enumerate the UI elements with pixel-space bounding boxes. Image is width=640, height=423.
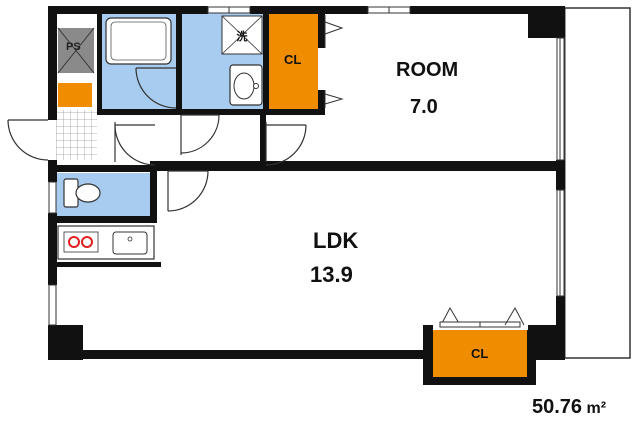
- toilet-icon: [63, 178, 101, 208]
- stove-burner-right: [81, 236, 93, 248]
- svg-text:洗: 洗: [237, 29, 248, 43]
- balcony: [564, 7, 631, 359]
- closet-lower-label: CL: [471, 346, 489, 361]
- closet-lower-doors: [439, 306, 525, 328]
- bathtub-icon: [105, 17, 172, 65]
- ldk-name: LDK: [313, 228, 359, 253]
- kitchen-sink-icon: [112, 231, 148, 255]
- shoe-cabinet: [58, 83, 92, 107]
- total-area-value: 50.76: [532, 396, 583, 418]
- closet-upper-label: CL: [284, 52, 302, 67]
- doors: [7, 67, 307, 212]
- closet-lower-box: [431, 330, 527, 377]
- washing-machine-icon: 洗: [221, 15, 263, 55]
- walls: [48, 6, 565, 385]
- kitchen-counter: [57, 225, 155, 260]
- total-area: 50.76 m²: [532, 396, 606, 419]
- closet-upper-box: [268, 13, 318, 109]
- room-name: ROOM: [396, 59, 459, 81]
- closet-upper-doors: [324, 15, 344, 108]
- room-size: 7.0: [410, 96, 438, 118]
- stove-burner-left: [68, 236, 80, 248]
- ldk-size: 13.9: [310, 262, 353, 287]
- pipe-space: [57, 27, 95, 74]
- wash-basin-icon: [229, 64, 263, 106]
- ps-label: PS: [66, 41, 81, 53]
- entrance-tile: [56, 110, 97, 160]
- total-area-unit: m²: [586, 400, 607, 417]
